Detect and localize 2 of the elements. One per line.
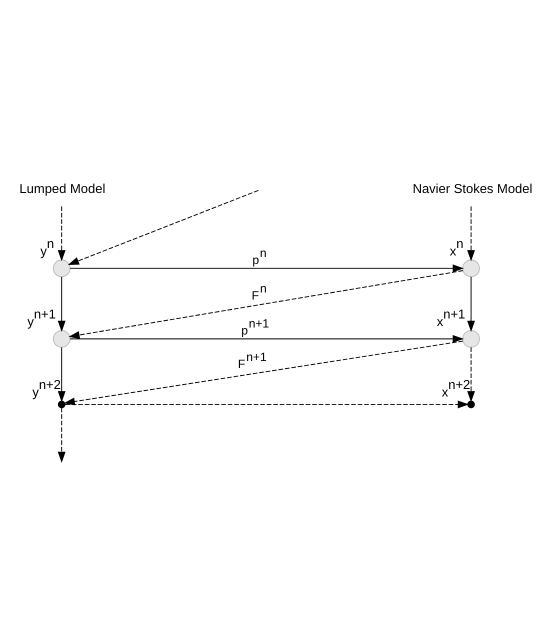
node-text: Navier Stokes Model: [412, 180, 532, 196]
node-text: Lumped Model: [19, 180, 106, 196]
